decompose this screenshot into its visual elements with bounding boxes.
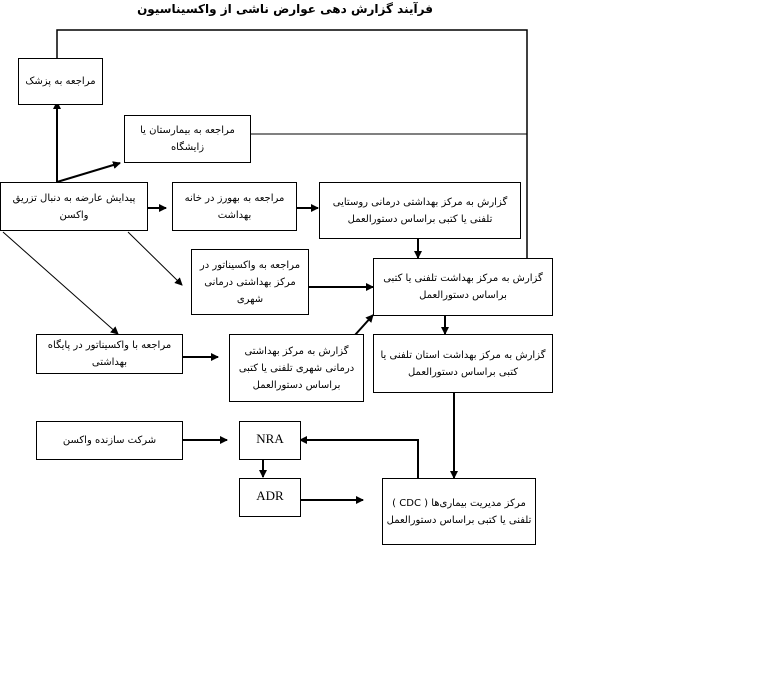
feedback-line-top (56, 29, 531, 276)
node-manufacturer: شرکت سازنده واکسن (36, 421, 183, 460)
node-health-house: مراجعه به بهورز در خانه بهداشت (172, 182, 297, 231)
node-nra: NRA (239, 421, 301, 460)
arrow-start-post (2, 231, 119, 335)
node-report-rural: گزارش به مرکز بهداشتی درمانی روستایی تلف… (319, 182, 521, 239)
arrow-start-hospital (56, 161, 121, 183)
node-hospital: مراجعه به بیمارستان یا زایشگاه (124, 115, 251, 163)
node-start: پیدایش عارضه به دنبال تزریق واکسن (0, 182, 148, 231)
diagram-title: فرآیند گزارش دهی عوارض ناشی از واکسیناسی… (137, 2, 433, 16)
arrow-urban-district (354, 314, 374, 336)
node-report-province: گزارش به مرکز بهداشت استان تلفنی یا کتبی… (373, 334, 553, 393)
node-report-district: گزارش به مرکز بهداشت تلفنی یا کتبی براسا… (373, 258, 553, 316)
arrow-start-center (127, 231, 183, 286)
node-doctor: مراجعه به پزشک (18, 58, 103, 105)
node-vaccinator-center: مراجعه به واکسیناتور در مرکز بهداشتی درم… (191, 249, 309, 315)
node-vaccinator-post: مراجعه با واکسیناتور در پایگاه بهداشتی (36, 334, 183, 374)
node-cdc: مرکز مدیریت بیماری‌ها ( CDC ) تلفنی یا ک… (382, 478, 536, 545)
arrow-cdc-nra (299, 436, 422, 485)
node-adr: ADR (239, 478, 301, 517)
node-report-urban: گزارش به مرکز بهداشتی درمانی شهری تلفنی … (229, 334, 364, 402)
